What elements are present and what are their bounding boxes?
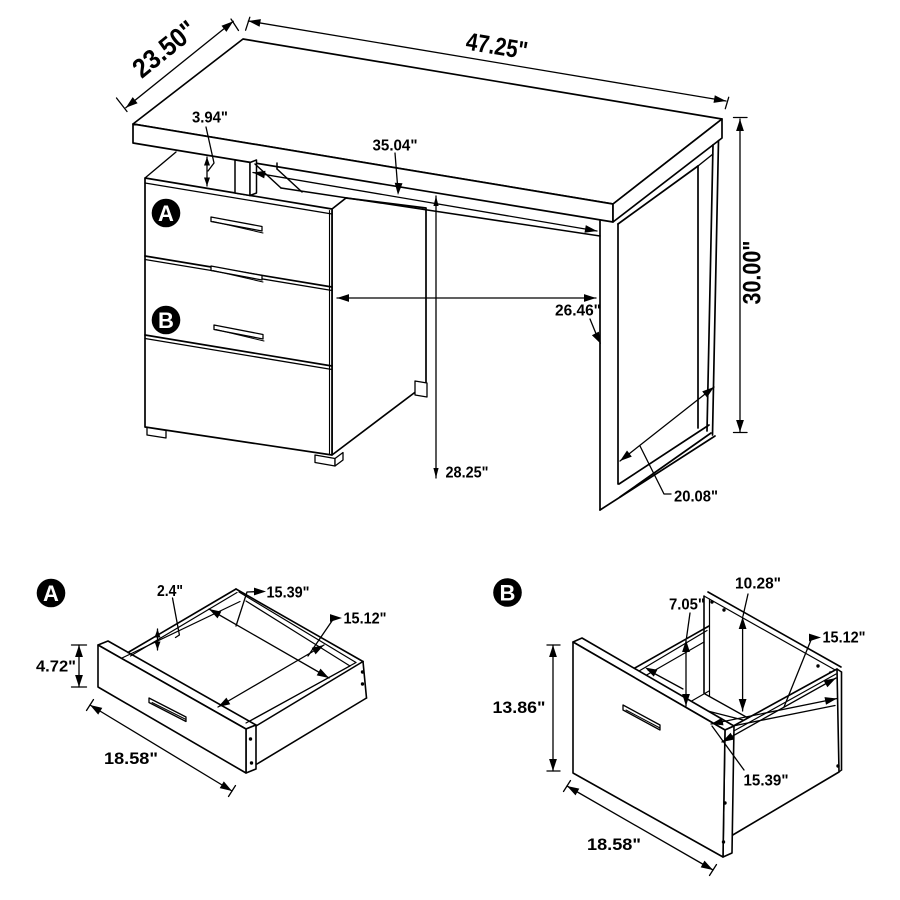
svg-text:35.04": 35.04" — [373, 138, 418, 155]
svg-text:18.58": 18.58" — [104, 749, 158, 768]
svg-text:A: A — [158, 201, 174, 226]
svg-text:B: B — [500, 580, 516, 605]
svg-text:7.05": 7.05" — [669, 597, 705, 614]
svg-text:10.28": 10.28" — [735, 576, 781, 593]
svg-text:15.39": 15.39" — [744, 773, 789, 790]
svg-text:18.58": 18.58" — [587, 835, 641, 854]
svg-text:15.39": 15.39" — [267, 585, 310, 602]
svg-text:26.46": 26.46" — [555, 303, 601, 320]
svg-text:3.94": 3.94" — [192, 110, 228, 127]
svg-text:15.12": 15.12" — [344, 611, 387, 628]
svg-text:A: A — [43, 581, 59, 606]
svg-text:30.00": 30.00" — [739, 241, 767, 305]
svg-text:4.72": 4.72" — [36, 659, 76, 676]
svg-text:2.4": 2.4" — [157, 583, 183, 600]
svg-text:20.08": 20.08" — [674, 489, 718, 506]
svg-text:B: B — [158, 308, 174, 333]
svg-text:28.25": 28.25" — [446, 465, 489, 482]
svg-text:13.86": 13.86" — [493, 698, 546, 717]
svg-text:15.12": 15.12" — [823, 630, 866, 647]
